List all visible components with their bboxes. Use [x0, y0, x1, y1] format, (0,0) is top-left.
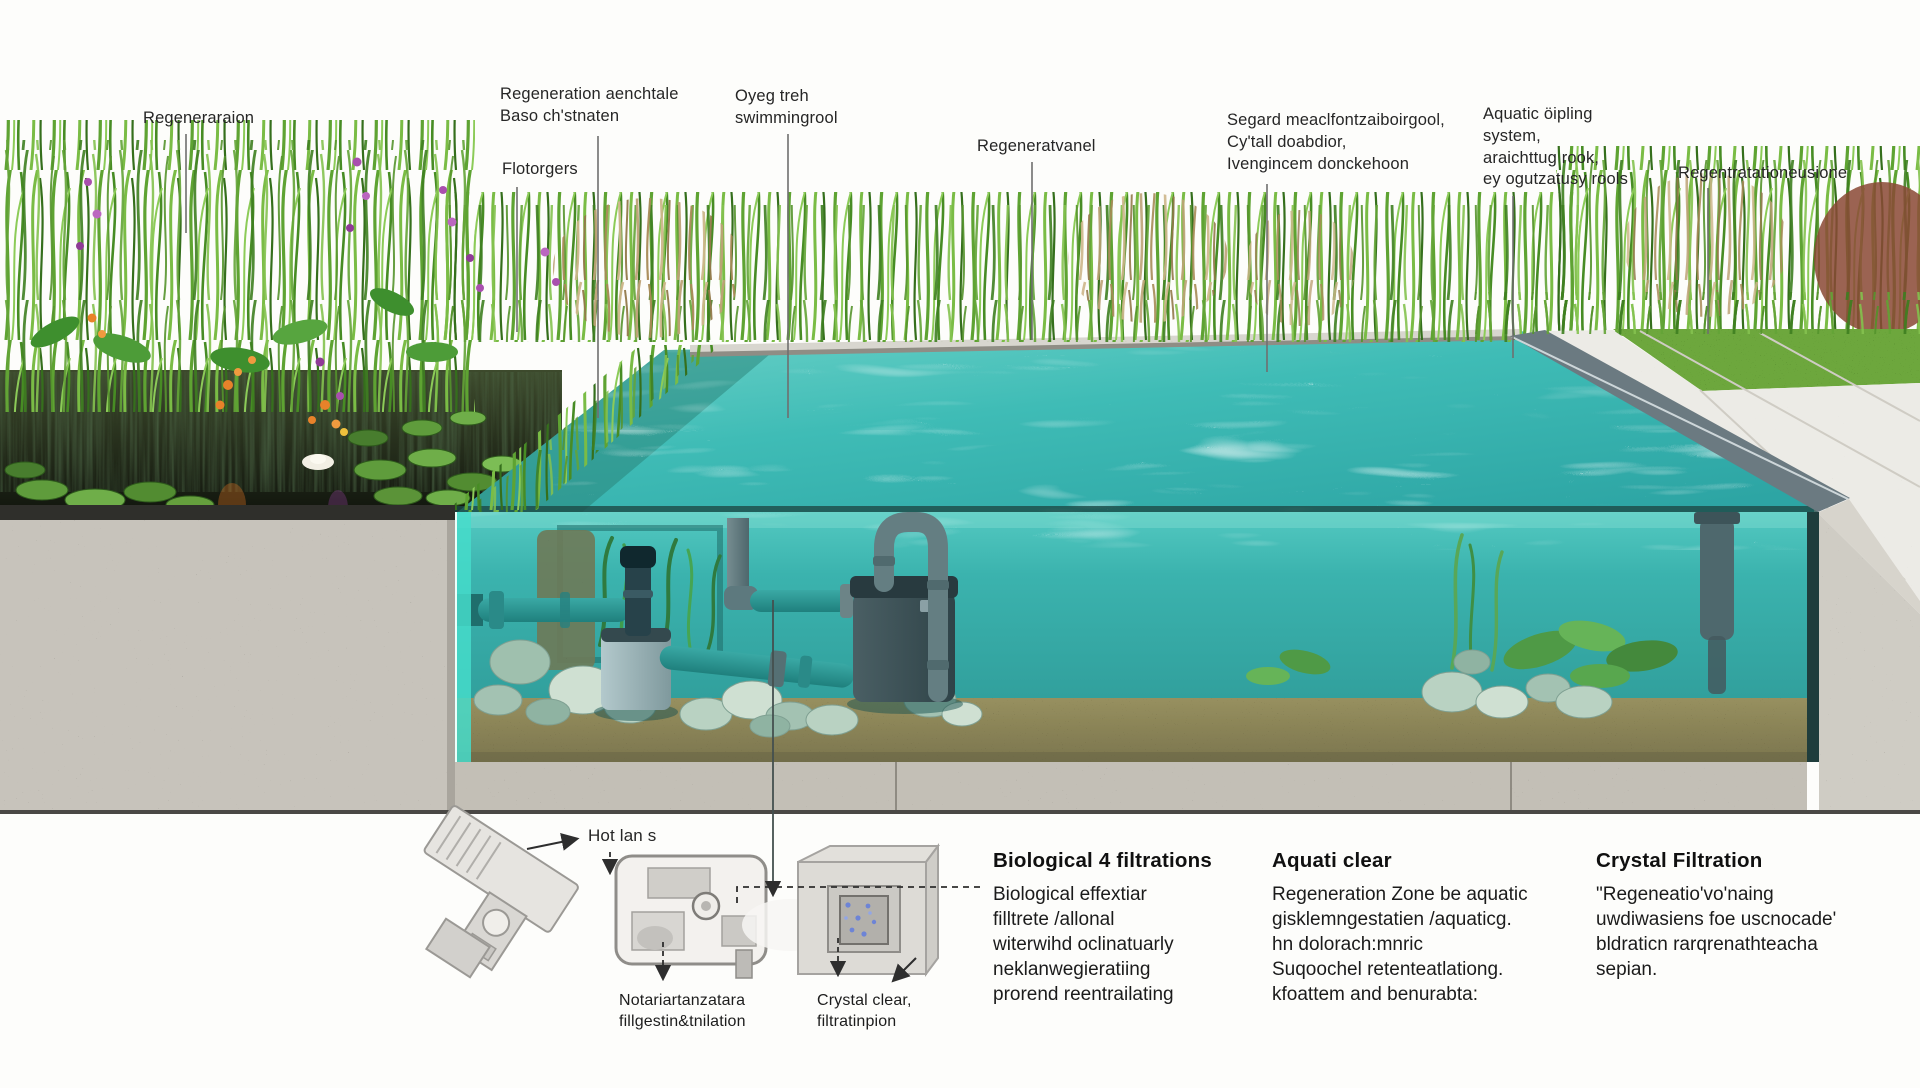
label-regeneratvanel: Regeneratvanel	[977, 137, 1096, 155]
label-crystal-clear-small: Crystal clear, filtratinpion	[817, 992, 912, 1031]
hot-lans-arrow	[526, 833, 580, 851]
purple-flowers	[76, 157, 560, 400]
left-wall-concrete	[0, 520, 455, 812]
lawn	[1613, 329, 1920, 391]
deck-and-lawn	[1475, 292, 1920, 601]
label-regentratation: Regentratationeusione	[1678, 164, 1848, 182]
deck-cut-face	[1819, 499, 1920, 614]
glass-edge-right	[1807, 512, 1819, 762]
return-pipe-right	[1694, 512, 1740, 694]
section-heading: Crystal Filtration	[1596, 849, 1763, 872]
riser-pipe	[724, 518, 853, 618]
label-regeneraraion: Regeneraraion	[143, 109, 255, 127]
leader-lines	[185, 134, 1709, 418]
orange-flowers	[87, 313, 348, 436]
white-waterlily	[302, 454, 334, 470]
section-body: Biological effextiar filltrete /allonal …	[993, 884, 1174, 1005]
section-body: Regeneration Zone be aquatic gisklemnges…	[1272, 884, 1528, 1005]
sparkle-detail	[844, 902, 877, 937]
label-flotorgers: Flotorgers	[502, 160, 578, 178]
label-segard: Segard meaclfontzaiboirgool, Cy'tall doa…	[1227, 111, 1445, 173]
base-slab-concrete	[455, 762, 1807, 812]
slab-bottom-edge	[0, 810, 1920, 814]
flow-arrows	[526, 600, 983, 983]
section-body: "Regeneatio'vo'naing uwdiwasiens foe usc…	[1596, 884, 1837, 980]
label-oyeg-treh-swimmingrool: Oyeg treh swimmingrool	[735, 87, 838, 127]
section-heading: Aquati clear	[1272, 849, 1392, 872]
section-heading: Biological 4 filtrations	[993, 849, 1212, 872]
label-aquatic-system: Aquatic öipling system, araichttug rook,…	[1483, 105, 1629, 189]
deck	[1540, 330, 1920, 601]
pump-room-drawing	[614, 854, 838, 979]
underwater-leafy-plants	[1246, 620, 1678, 688]
diagonal-arrow	[891, 957, 917, 983]
label-notariart: Notariartanzatara fillgestin&tnilation	[619, 992, 746, 1031]
glass-edge-left	[455, 512, 471, 762]
skimmer-drawing	[423, 805, 579, 979]
pond-edge-cut	[0, 505, 455, 522]
pool-coping	[1510, 330, 1850, 512]
pond-plants	[0, 120, 720, 525]
swimming-pool-surface	[455, 329, 1818, 514]
back-reed-border	[435, 192, 1580, 342]
filter-canister	[847, 512, 963, 714]
pump-unit	[594, 546, 678, 721]
section-crystal-filtration: Crystal Filtration "Regeneatio'vo'naing …	[1596, 849, 1916, 982]
section-aquatic-clear: Aquati clear Regeneration Zone be aquati…	[1272, 849, 1572, 1007]
section-biological-filtration: Biological 4 filtrations Biological effe…	[993, 849, 1283, 1007]
right-concrete	[1819, 514, 1920, 812]
filter-box-drawing	[797, 843, 940, 977]
cross-section	[0, 499, 1920, 814]
label-regeneration-aenchtale: Regeneration aenchtale Baso ch'stnaten	[500, 85, 679, 125]
label-hot-lans: Hot lan s	[588, 826, 657, 845]
